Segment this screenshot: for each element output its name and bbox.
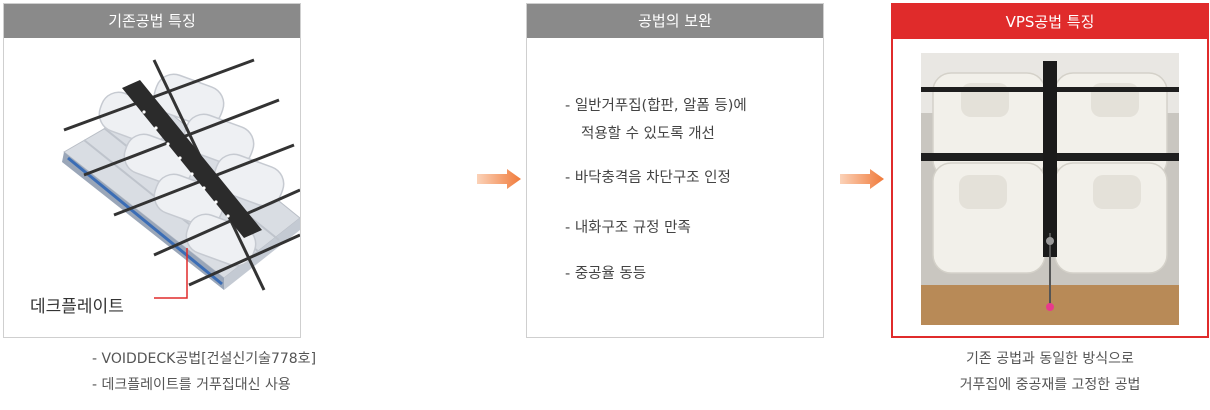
vps-method-notes: 기존 공법과 동일한 방식으로 거푸집에 중공재를 고정한 공법: [891, 346, 1209, 398]
vps-method-title: VPS공법 특징: [893, 5, 1207, 39]
method-improvement-title: 공법의 보완: [527, 4, 823, 38]
deck-plate-label: 데크플레이트: [30, 297, 124, 317]
vps-photo: [921, 53, 1179, 325]
voiddeck-illustration: [62, 58, 300, 299]
list-item: - 바닥충격음 차단구조 인정: [565, 170, 731, 186]
arrow-right-icon: [477, 169, 521, 189]
method-improvement-panel: 공법의 보완: [526, 3, 824, 338]
existing-method-panel: 기존공법 특징: [3, 3, 301, 338]
existing-note-1: - VOIDDECK공법[건설신기술778호]: [92, 351, 317, 367]
vps-method-panel: VPS공법 특징: [891, 3, 1209, 338]
list-item: - 내화구조 규정 만족: [565, 220, 691, 236]
list-item: 적용할 수 있도록 개선: [581, 126, 715, 142]
arrow-right-icon: [840, 169, 884, 189]
list-item: - 중공율 동등: [565, 266, 647, 282]
list-item: - 일반거푸집(합판, 알폼 등)에: [565, 98, 747, 114]
vps-note-1: 기존 공법과 동일한 방식으로: [966, 351, 1134, 367]
existing-method-notes: - VOIDDECK공법[건설신기술778호] - 데크플레이트를 거푸집대신 …: [92, 346, 316, 398]
existing-method-title: 기존공법 특징: [4, 4, 300, 38]
existing-note-2: - 데크플레이트를 거푸집대신 사용: [92, 377, 291, 393]
vps-note-2: 거푸집에 중공재를 고정한 공법: [959, 377, 1141, 393]
